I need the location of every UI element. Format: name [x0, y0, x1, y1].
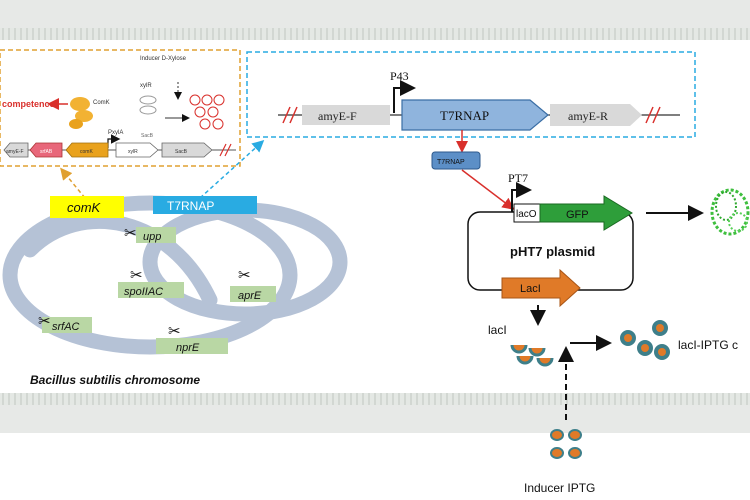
locus-srfac-label: srfAC	[52, 321, 80, 333]
plasmid-name-label: pHT7 plasmid	[510, 244, 595, 259]
xylose-molecules	[189, 94, 225, 130]
comk-chromosome-label: comK	[67, 200, 102, 215]
locus-srfac-box	[42, 317, 92, 333]
gene-comk-label: comK	[80, 149, 93, 155]
pxyla-label: PxylA	[108, 130, 123, 136]
inset-right-cut-left	[282, 106, 298, 124]
locus-npre-box	[156, 338, 228, 354]
gfp-label: GFP	[566, 209, 589, 221]
laci-iptg-complex-label: lacI-IPTG c	[678, 338, 738, 352]
gfp-protein-structure	[710, 188, 750, 236]
laci-label: lacI	[488, 323, 507, 337]
gene-srfab-arrow	[29, 142, 63, 158]
gene-sacb2-label: SacB	[141, 133, 154, 139]
amye-r-label: amyE-R	[568, 109, 608, 123]
gene-xylr-arrow	[115, 142, 159, 158]
locus-spoiiac-box	[118, 282, 184, 298]
scissors-spoiiac-icon: ✂	[130, 267, 143, 284]
right-inset: amyE-F P43 T7RNAP amyE-R	[246, 51, 696, 138]
t7rnap-gene-arrow	[401, 99, 549, 131]
gene-srfab-label: srfAB	[40, 149, 53, 155]
amye-r-arrow	[550, 104, 642, 126]
pt7-label: PT7	[508, 171, 528, 185]
locus-apre-label: aprE	[238, 290, 262, 302]
locus-upp-label: upp	[143, 231, 161, 243]
locus-apre-box	[230, 286, 276, 302]
locus-upp-box	[136, 227, 176, 243]
pht7-plasmid: PT7 lacO GFP pHT7 plasmid LacI	[467, 171, 634, 308]
scissors-srfac-icon: ✂	[38, 313, 51, 330]
inset-left-cut-mark	[219, 143, 232, 157]
t7rnap-chromosome-label: T7RNAP	[167, 199, 214, 213]
comk-protein-label: ComK	[93, 100, 110, 106]
cell-membrane-bottom	[0, 393, 750, 433]
locus-npre-label: nprE	[176, 342, 200, 354]
t7rnap-gene-label: T7RNAP	[440, 108, 489, 123]
laci-repressor-molecules	[510, 344, 554, 367]
gene-comk-arrow	[65, 142, 109, 158]
scissors-npre-icon: ✂	[168, 323, 181, 340]
t7rnap-protein-label: T7RNAP	[437, 159, 465, 166]
competence-label: competence	[2, 99, 55, 109]
chromosome: comK T7RNAP upp ✂ spoIIAC ✂ aprE ✂ srfAC…	[2, 195, 348, 355]
amye-f-label: amyE-F	[318, 109, 357, 123]
gene-sacb-arrow	[161, 142, 213, 158]
iptg-molecules	[550, 429, 582, 459]
left-inset: competence ComK Inducer D-Xylose xylR Px…	[0, 49, 241, 167]
cell-membrane-top	[0, 0, 750, 40]
amye-f-box	[302, 105, 390, 125]
chromosome-caption-text: Bacillus subtilis chromosome	[30, 373, 200, 387]
comk-protein	[69, 97, 93, 129]
gfp-gene-arrow	[539, 195, 633, 231]
gene-end-arrow	[3, 142, 29, 158]
xylr-protein	[139, 95, 157, 115]
gene-end-label: amyE-F	[6, 149, 24, 155]
t7rnap-chromosome-box	[153, 196, 257, 214]
xylr-label: xylR	[140, 83, 152, 89]
chromosome-caption: Bacillus subtilis chromosome	[30, 373, 200, 387]
laci-gene-label: LacI	[520, 283, 541, 295]
inducer-xylose-label: Inducer D-Xylose	[140, 56, 187, 62]
laci-iptg-complex-molecules	[620, 320, 670, 360]
inducer-iptg-label: Inducer IPTG	[524, 481, 595, 495]
p43-label: P43	[390, 69, 409, 83]
locus-spoiiac-label: spoIIAC	[124, 286, 163, 298]
pt7-promoter	[511, 182, 532, 212]
p43-promoter	[393, 80, 416, 113]
laco-label: lacO	[516, 209, 537, 220]
inset-right-cut-right	[645, 106, 661, 124]
laci-gene-arrow	[501, 268, 581, 308]
gene-xylr-label: xylR	[128, 149, 138, 155]
t7rnap-protein-box	[431, 151, 481, 170]
comk-chromosome-box	[50, 196, 124, 218]
scissors-apre-icon: ✂	[238, 267, 251, 284]
comk-to-inset-arrow	[60, 167, 86, 199]
scissors-upp-icon: ✂	[124, 225, 137, 242]
polymerase-to-promoter-arrow	[461, 169, 515, 210]
gene-sacb-label: SacB	[175, 149, 188, 155]
